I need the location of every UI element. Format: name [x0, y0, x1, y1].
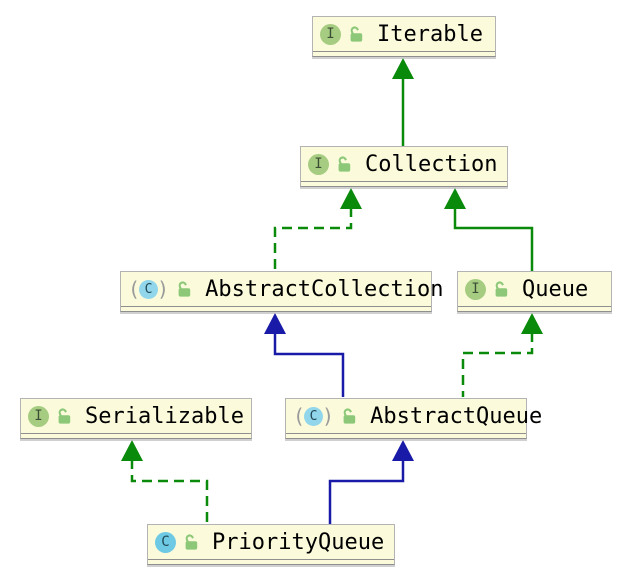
class-node-priority-queue[interactable]: C PriorityQueue: [147, 524, 395, 565]
node-header: C AbstractCollection: [121, 272, 444, 307]
node-header: C PriorityQueue: [148, 525, 394, 560]
arrowhead-icon: [444, 188, 466, 209]
unlocked-icon: [340, 407, 358, 425]
unlocked-icon: [55, 407, 73, 425]
abstract-paren-icon: [157, 279, 169, 299]
unlocked-icon: [175, 280, 193, 298]
edge-abstractcollection-implements-collection: [273, 207, 353, 272]
node-body: [121, 307, 431, 311]
class-node-abstract-queue[interactable]: C AbstractQueue: [285, 398, 542, 439]
interface-icon: I: [308, 153, 329, 175]
class-node-collection[interactable]: I Collection: [300, 146, 508, 187]
arrowhead-icon: [392, 58, 414, 79]
edge-priorityqueue-implements-serializable: [130, 459, 209, 525]
node-label: AbstractCollection: [205, 276, 444, 302]
edge-abstractqueue-extends-abstractcollection: [273, 332, 345, 397]
interface-icon: I: [320, 23, 341, 45]
node-label: Collection: [365, 151, 498, 177]
unlocked-icon: [335, 155, 353, 173]
node-header: C AbstractQueue: [286, 399, 542, 434]
edge-priorityqueue-extends-abstractqueue: [328, 459, 405, 525]
abstract-class-icon: C: [139, 279, 159, 299]
node-body: [148, 560, 394, 564]
node-header: I Queue: [458, 272, 611, 307]
node-label: AbstractQueue: [370, 403, 543, 429]
arrowhead-icon: [121, 440, 143, 461]
class-node-queue[interactable]: I Queue: [457, 271, 612, 312]
arrowhead-icon: [340, 188, 362, 209]
node-label: Iterable: [377, 21, 483, 47]
node-body: [313, 52, 495, 56]
arrowhead-icon: [392, 440, 414, 461]
class-node-iterable[interactable]: I Iterable: [312, 16, 496, 57]
edge-abstractqueue-implements-queue: [461, 332, 534, 397]
node-header: I Serializable: [21, 399, 251, 434]
arrowhead-icon: [264, 313, 286, 334]
node-body: [458, 307, 611, 311]
abstract-class-icon: C: [304, 406, 324, 426]
edge-queue-extends-collection: [453, 207, 534, 272]
node-body: [286, 434, 526, 438]
node-label: Queue: [522, 276, 589, 302]
node-label: Serializable: [85, 403, 244, 429]
abstract-paren-icon: [322, 406, 334, 426]
unlocked-icon: [347, 25, 365, 43]
class-icon: C: [155, 531, 176, 553]
arrowhead-icon: [521, 313, 543, 334]
unlocked-icon: [182, 533, 200, 551]
class-node-serializable[interactable]: I Serializable: [20, 398, 252, 439]
node-header: I Collection: [301, 147, 507, 182]
node-body: [301, 182, 507, 186]
unlocked-icon: [492, 280, 510, 298]
node-label: PriorityQueue: [212, 529, 385, 555]
interface-icon: I: [465, 278, 486, 300]
interface-icon: I: [28, 405, 49, 427]
class-node-abstract-collection[interactable]: C AbstractCollection: [120, 271, 444, 312]
node-header: I Iterable: [313, 17, 495, 52]
node-body: [21, 434, 251, 438]
